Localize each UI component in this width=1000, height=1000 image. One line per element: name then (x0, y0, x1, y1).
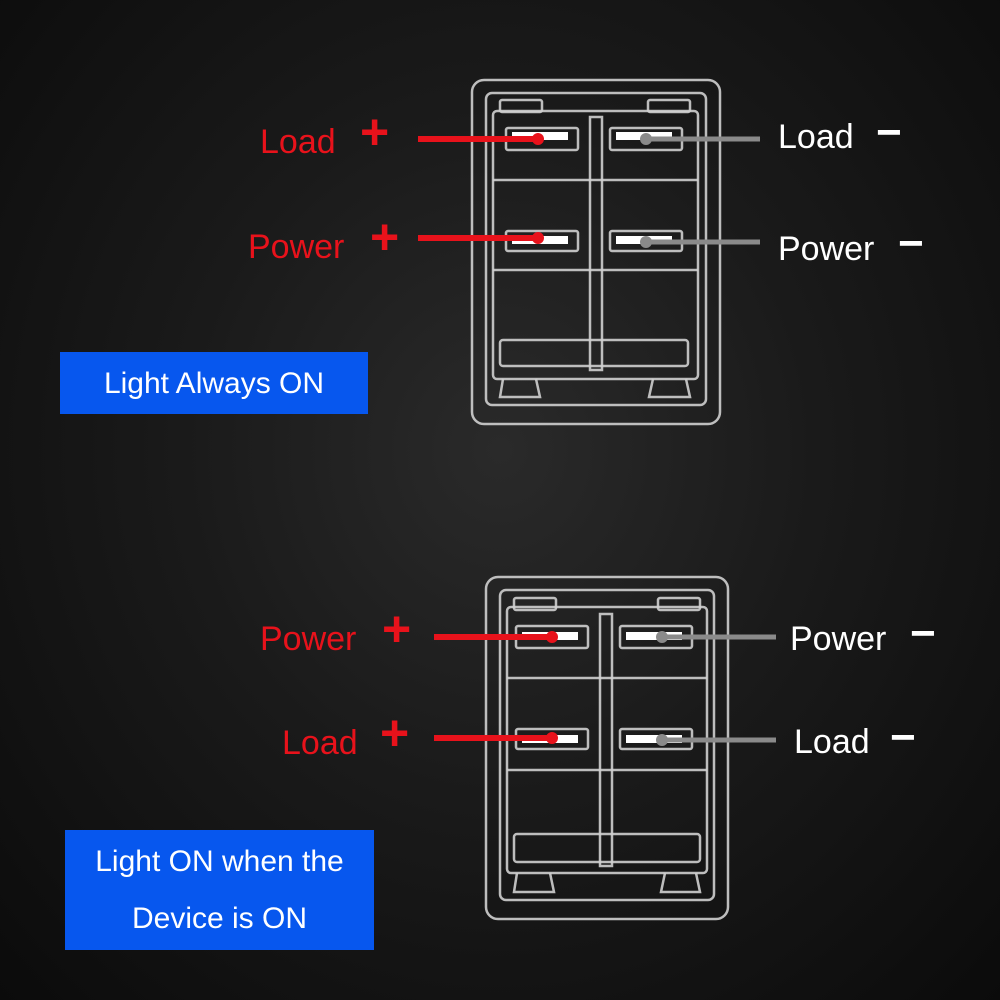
label-load-negative-bottom: Load (794, 723, 870, 761)
plus-sign: + (382, 601, 412, 657)
wire-end (640, 133, 652, 145)
caption-line: Light ON when the (95, 845, 344, 878)
wire-end (546, 631, 558, 643)
minus-sign: − (910, 609, 936, 658)
minus-sign: − (898, 219, 924, 268)
plus-sign: + (360, 104, 390, 160)
rocker-switch-top (470, 78, 722, 426)
terminal-pin (626, 632, 682, 640)
label-power-positive-bottom: Power (260, 620, 357, 658)
label-power-negative-bottom: Power (790, 620, 887, 658)
minus-sign: − (876, 108, 902, 157)
bottom-wires (434, 631, 776, 746)
label-load-positive-top: Load (260, 123, 336, 161)
label-load-negative-top: Load (778, 118, 854, 156)
minus-sign: − (890, 713, 916, 762)
plus-sign: + (370, 209, 400, 265)
rocker-switch-bottom (484, 575, 730, 921)
label-power-negative-top: Power (778, 230, 875, 268)
wire-end (546, 732, 558, 744)
wire-end (656, 631, 668, 643)
caption-badge-light-always-on: Light Always ON (60, 352, 368, 414)
terminal-pin (626, 735, 682, 743)
top-wires (418, 133, 760, 248)
wire-end (532, 133, 544, 145)
caption-badge-light-on-when-device-on: Light ON when the Device is ON (65, 830, 374, 950)
plus-sign: + (380, 705, 410, 761)
label-power-positive-top: Power (248, 228, 345, 266)
wire-end (640, 236, 652, 248)
label-load-positive-bottom: Load (282, 724, 358, 762)
wire-end (656, 734, 668, 746)
wire-end (532, 232, 544, 244)
caption-line: Device is ON (131, 902, 308, 935)
